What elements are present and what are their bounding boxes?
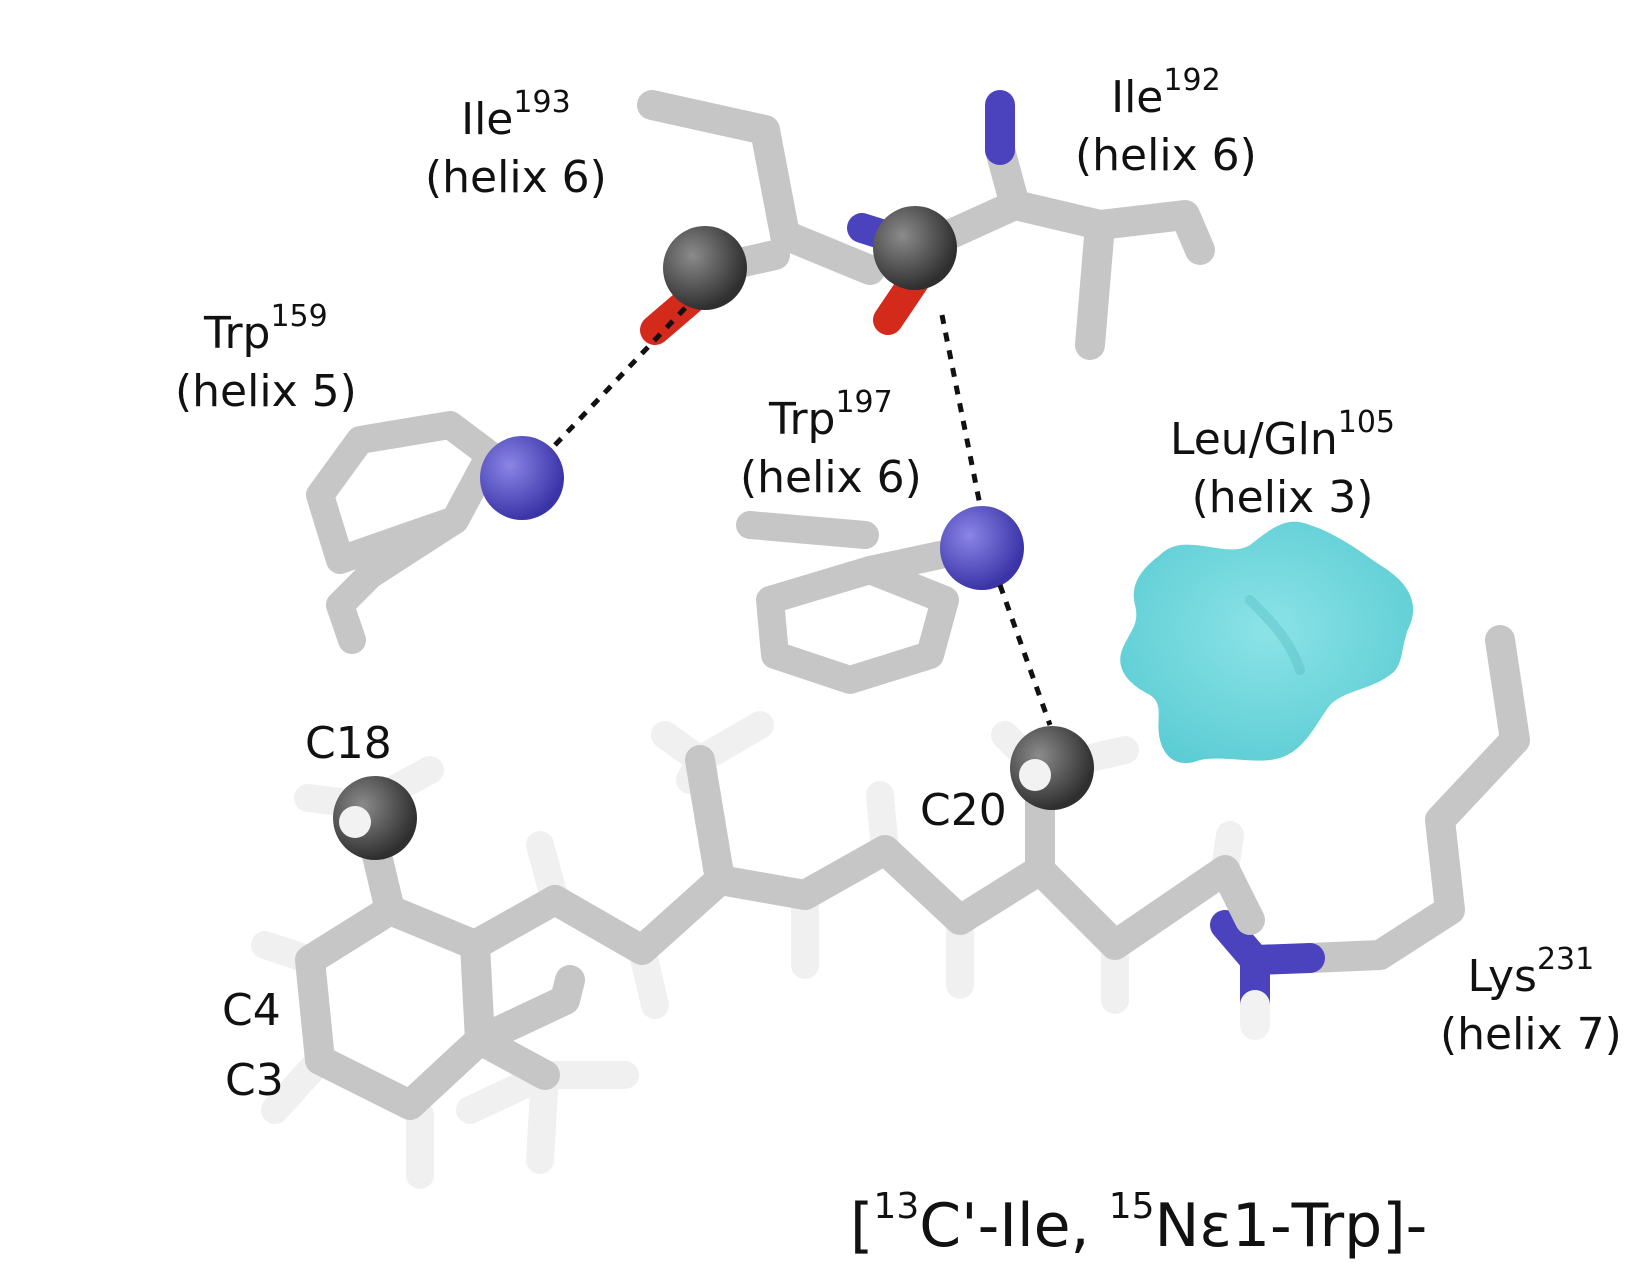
label-ile193: Ile193 (helix 6) [425,85,607,203]
ile192-residue [847,90,1215,360]
label-ile192: Ile192 (helix 6) [1075,63,1257,181]
isotope-label-caption: [13C'-Ile, 15Nε1-Trp]- [850,1186,1428,1261]
atom-label-c4: C4 [222,985,281,1036]
label-lys231: Lys231 (helix 7) [1440,942,1622,1060]
atom-label-c3: C3 [225,1055,284,1106]
retinal-chromophore [251,711,1265,1189]
hydrogen-bonds [553,303,1053,726]
hbond-ile192-trp197 [939,314,983,506]
leu-gln105-surface [1120,521,1414,764]
atom-label-c18: C18 [305,718,392,769]
hbond-trp197-c20 [997,584,1053,726]
c18-carbon-atom [333,776,417,860]
trp197-nitrogen-atom [940,506,1024,590]
atom-label-c20: C20 [920,785,1007,836]
c20-hydrogen-front [1019,759,1051,791]
label-leu-gln105: Leu/Gln105 (helix 3) [1170,405,1395,523]
trp159-nitrogen-atom [480,436,564,520]
label-trp159: Trp159 (helix 5) [175,299,357,417]
carbonyl-carbon-ile193-atom [663,226,747,310]
c18-hydrogen-front [339,806,371,838]
retinal-carbon-skeleton [295,745,1265,1120]
lys231-residue [1210,625,1530,1040]
hbond-trp159-ile193 [553,303,690,447]
trp197-residue [736,511,959,694]
carbonyl-carbon-ile192-atom [873,206,957,290]
label-trp197: Trp197 (helix 6) [740,385,922,503]
